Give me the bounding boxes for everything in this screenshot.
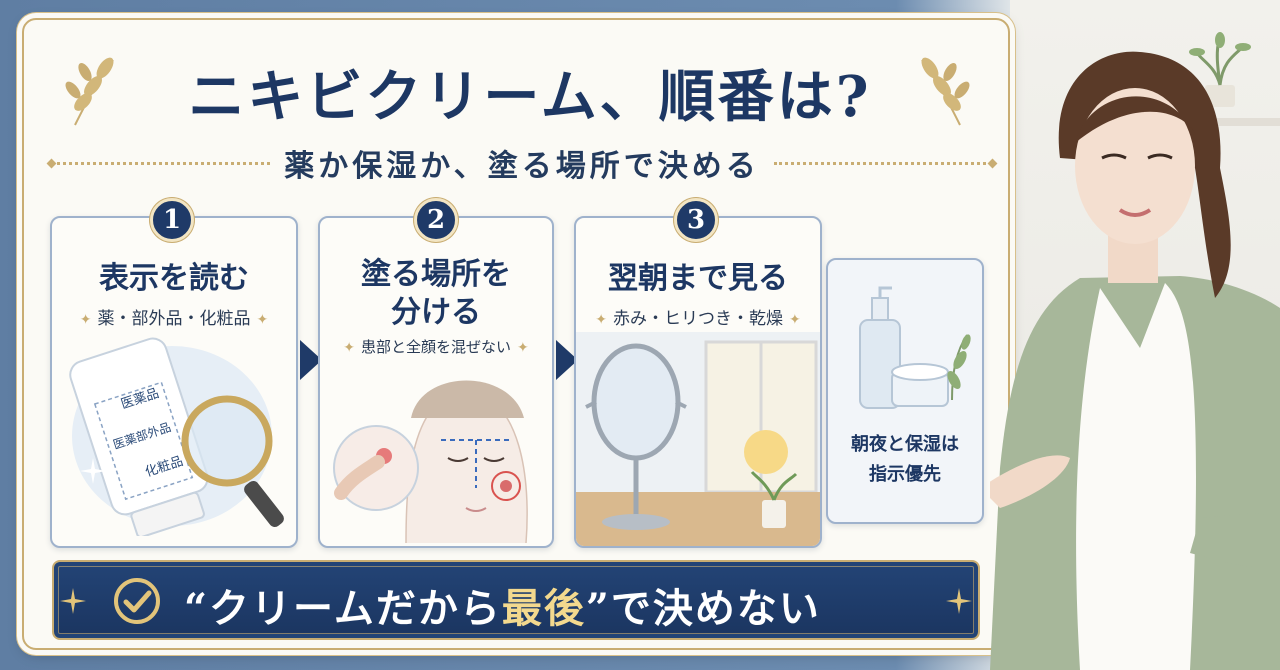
page-title: ニキビクリーム、順番は?	[188, 64, 872, 130]
magnifier-icon	[181, 395, 284, 527]
step-card-3: 翌朝まで見る ✦赤み・ヒリつき・乾燥✦	[574, 216, 822, 548]
step-title: 翌朝まで見る	[608, 261, 788, 296]
bottom-banner: “クリームだから最後”で決めない	[52, 560, 980, 640]
arrow-right-icon	[300, 340, 322, 380]
page-subtitle: 薬か保湿か、塗る場所で決める	[284, 149, 760, 184]
sparkle-icon	[946, 588, 972, 614]
divider	[52, 161, 271, 165]
laurel-icon	[921, 57, 970, 126]
step-title-line1: 塗る場所を	[361, 257, 511, 292]
step-number-3: 3	[674, 198, 718, 242]
face-illustration	[333, 380, 528, 543]
background-plant-icon	[1189, 32, 1251, 107]
sparkle-icon	[60, 588, 86, 614]
step-card-1: 表示を読む ✦薬・部外品・化粧品✦ 医薬品 医薬部外品 化粧品	[50, 216, 298, 548]
side-card: 朝夜と保湿は 指示優先	[826, 258, 984, 524]
laurel-icon	[65, 57, 114, 126]
arrow-right-icon	[556, 340, 578, 380]
mirror-scene	[576, 332, 820, 546]
step-number-1: 1	[150, 198, 194, 242]
shelf	[1195, 118, 1280, 126]
subtitle-row: 薬か保湿か、塗る場所で決める	[52, 143, 992, 184]
step-number-2: 2	[414, 198, 458, 242]
check-icon	[114, 578, 160, 624]
step-subtitle: ✦患部と全顔を混ぜない✦	[343, 338, 529, 356]
sparkle-icon	[80, 458, 106, 484]
sun-icon	[744, 430, 788, 474]
banner-text: “クリームだから最後”で決めない	[184, 585, 821, 632]
side-card-text: 朝夜と保湿は 指示優先	[851, 434, 959, 485]
step-title: 表示を読む	[99, 261, 249, 296]
divider	[773, 161, 992, 165]
step-title-line2: 分ける	[391, 295, 481, 330]
step-card-2: 塗る場所を 分ける ✦患部と全顔を混ぜない✦	[318, 216, 554, 548]
step-subtitle: ✦赤み・ヒリつき・乾燥✦	[595, 309, 801, 329]
skincare-products	[859, 286, 971, 409]
mirror-icon	[591, 343, 681, 461]
banner-highlight: 最後	[501, 585, 586, 632]
presenter-illustration	[990, 51, 1280, 670]
step-subtitle: ✦薬・部外品・化粧品✦	[79, 309, 269, 329]
